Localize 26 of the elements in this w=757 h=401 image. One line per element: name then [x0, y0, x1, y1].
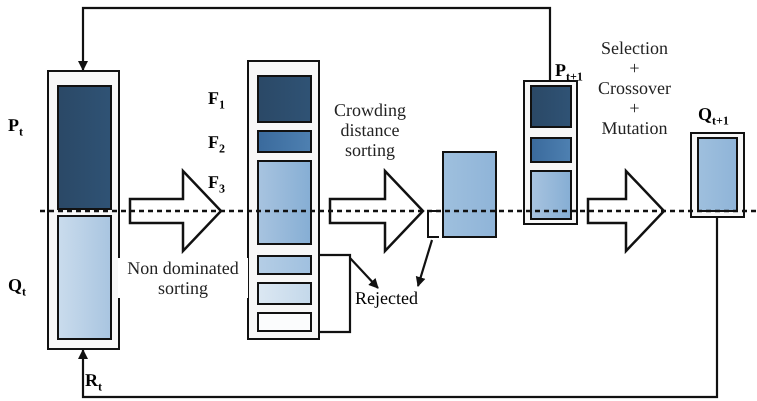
block-arrow: [586, 168, 666, 254]
bracket-piece: [427, 210, 439, 238]
front-block: [257, 312, 312, 332]
front-label: F$_{3}$: [208, 172, 225, 198]
arrow: [78, 218, 718, 398]
solution-block: [442, 151, 497, 238]
front-label: F$_{2}$: [208, 132, 225, 158]
bracket-arrow: [318, 254, 380, 334]
arrow: [416, 240, 434, 287]
population-label: Q$_{t}$: [8, 275, 26, 301]
solution-block: [530, 85, 572, 128]
front-block: [257, 282, 312, 305]
block-arrow: [328, 168, 425, 254]
solution-block: [530, 137, 572, 163]
front-label: F$_{1}$: [208, 88, 225, 114]
population-label: P$_{t}$: [8, 115, 23, 141]
edge-label: Non dominated sorting: [118, 258, 248, 298]
rejected-label: Rejected: [355, 288, 418, 308]
front-block: [257, 255, 312, 275]
solution-block: [697, 137, 738, 212]
population-label: R$_{t}$: [85, 370, 102, 396]
solution-block: [530, 170, 572, 220]
population-label: Q$_{t+1}$: [698, 104, 729, 130]
arrow: [78, 6, 552, 80]
population-label: P$_{t+1}$: [555, 60, 583, 86]
block-arrow: [128, 168, 223, 254]
